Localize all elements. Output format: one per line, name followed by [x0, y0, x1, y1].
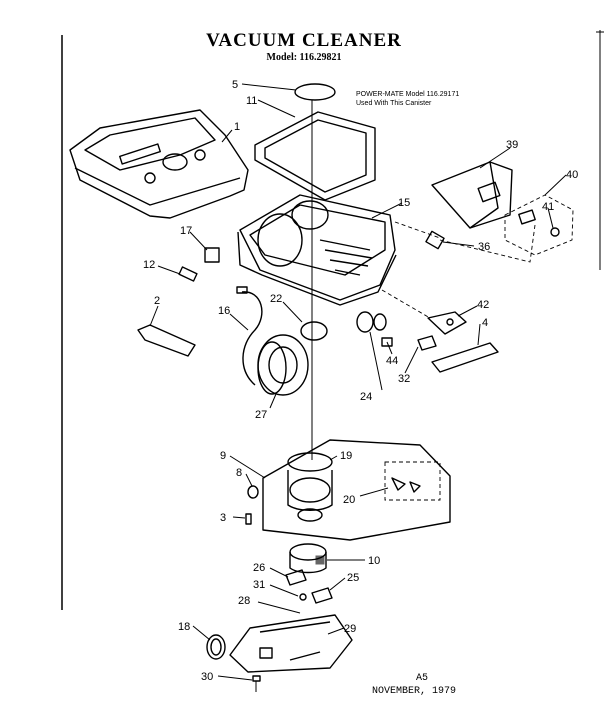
label-2: 2: [154, 295, 160, 307]
part-12-clip: [178, 266, 198, 282]
part-24-cap: [356, 311, 387, 333]
part-29-base-plate: [229, 614, 353, 673]
label-41: 41: [542, 201, 554, 213]
label-12: 12: [143, 259, 155, 271]
powermate-note: POWER-MATE Model 116.29171 Used With Thi…: [356, 90, 459, 108]
part-42-fitting: [427, 311, 467, 335]
label-18: 18: [178, 621, 190, 633]
part-18-wheel: [206, 634, 226, 660]
label-19: 19: [340, 450, 352, 462]
label-40: 40: [566, 169, 578, 181]
model-number: Model: 116.29821: [266, 52, 342, 63]
part-27-cord-reel: [257, 334, 309, 396]
label-15: 15: [398, 197, 410, 209]
part-19-fan-disc: [287, 452, 333, 472]
part-25-pad: [311, 587, 333, 604]
part-5-disc: [294, 83, 336, 101]
label-11: 11: [246, 95, 257, 107]
part-22-ring: [300, 321, 328, 341]
label-26: 26: [253, 562, 265, 574]
label-31: 31: [253, 579, 265, 591]
label-27: 27: [255, 409, 267, 421]
label-44: 44: [386, 355, 398, 367]
diagram-title: VACUUM CLEANER: [206, 30, 402, 51]
part-31-screw: [299, 593, 307, 601]
label-10: 10: [368, 555, 380, 567]
part-36-switch: [394, 221, 536, 263]
part-32-nut: [417, 335, 437, 351]
label-17: 17: [180, 225, 192, 237]
part-16-cord: [236, 286, 263, 386]
part-26-pad: [285, 569, 307, 586]
part-1-lid: [69, 109, 249, 219]
part-28-rod: [257, 601, 301, 614]
part-9-motor-assembly: [262, 439, 451, 541]
part-44-clip: [381, 337, 393, 347]
part-17-latch: [204, 247, 220, 263]
part-40-bracket: [504, 194, 574, 256]
part-10-housing: [289, 543, 327, 574]
label-1: 1: [234, 121, 240, 133]
part-11-gasket: [254, 111, 376, 201]
label-36: 36: [478, 241, 490, 253]
label-22: 22: [270, 293, 282, 305]
part-labels: 5 11 1 15 39 40 41 36 17 12 2 16 22 27 4…: [143, 79, 578, 683]
leader-lines: [149, 83, 567, 681]
part-2-handle: [137, 324, 196, 357]
label-20: 20: [343, 494, 355, 506]
powermate-note-line1: POWER-MATE Model 116.29171: [356, 91, 460, 98]
label-24: 24: [360, 391, 372, 403]
label-5: 5: [232, 79, 238, 91]
part-3-screw: [245, 513, 252, 525]
part-15-canister: [237, 194, 397, 306]
footer-code: A5: [416, 673, 429, 684]
label-29: 29: [344, 623, 356, 635]
label-8: 8: [236, 467, 242, 479]
label-25: 25: [347, 572, 359, 584]
label-42: 42: [477, 299, 489, 311]
part-30-screw: [252, 675, 261, 692]
powermate-note-line2: Used With This Canister: [356, 100, 432, 107]
part-8-brush: [247, 485, 259, 499]
label-16: 16: [218, 305, 230, 317]
part-39-bag: [431, 161, 513, 229]
label-3: 3: [220, 512, 226, 524]
label-4: 4: [482, 317, 488, 329]
label-9: 9: [220, 450, 226, 462]
label-32: 32: [398, 373, 410, 385]
label-39: 39: [506, 139, 518, 151]
part-4-handle: [431, 342, 499, 373]
label-30: 30: [201, 671, 213, 683]
label-28: 28: [238, 595, 250, 607]
footer-date: NOVEMBER, 1979: [372, 686, 457, 697]
